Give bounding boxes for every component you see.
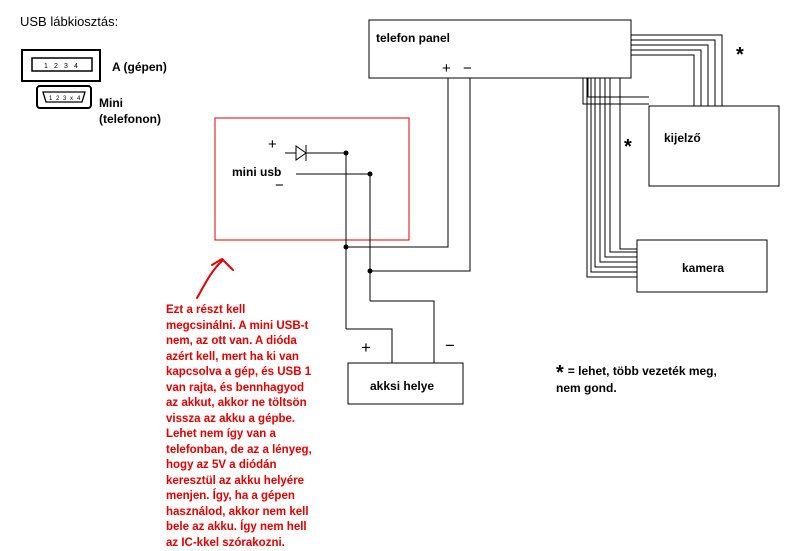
panel-to-camera-wires [587,78,637,277]
svg-text:x: x [70,96,73,102]
note-line: az akkut, akkor ne töltsön [166,396,346,412]
display-wires-star: * [736,45,744,65]
camera-label: kamera [682,261,724,275]
note-line: van rajta, és bennhagyod [166,381,346,397]
panel-to-display-lower-wires [583,78,649,104]
legend-text: = lehet, több vezeték meg, [568,364,717,378]
red-explanation-note: Ezt a részt kell megcsinálni. A mini USB… [166,303,346,551]
legend-text-line2: nem gond. [556,381,717,396]
diode-icon [296,145,306,161]
note-line: az IC-kkel szórakozni. [166,536,346,551]
battery-plus-sign: + [361,340,371,355]
panel-minus-sign: − [463,61,472,76]
note-line: vissza az akku a gépbe. [166,412,346,428]
note-line: hogy az 5V a diódán [166,458,346,474]
junction-dots [344,151,373,274]
usb-type-a-label: A (gépen) [112,60,167,74]
note-line: Ezt a részt kell [166,303,346,319]
usb-mini-label: Mini [99,96,123,110]
usb-mini-icon: 1 2 3 x 4 [37,86,91,108]
note-line: telefonban, de az a lényeg, [166,443,346,459]
phone-panel-box [369,20,631,78]
note-line: bele az akku. Így nem hell [166,520,346,536]
svg-text:3: 3 [63,96,67,102]
battery-label: akksi helye [370,379,434,393]
svg-text:3: 3 [64,63,68,70]
note-line: keresztül az akku helyére [166,474,346,490]
svg-text:2: 2 [56,96,60,102]
note-line: használod, akkor nem kell [166,505,346,521]
svg-text:4: 4 [74,63,78,70]
svg-text:1: 1 [49,96,53,102]
camera-wires-star: * [624,137,632,157]
usb-type-a-icon: 1 2 3 4 [22,50,100,81]
note-line: nem, az ott van. A dióda [166,334,346,350]
phone-panel-label: telefon panel [376,31,450,45]
display-box [649,106,779,186]
svg-text:4: 4 [77,96,81,102]
mini-usb-region-box [215,118,409,240]
note-line: menjen. Így, ha a gépen [166,489,346,505]
svg-text:2: 2 [54,63,58,70]
red-annotation-arrow [197,259,233,298]
note-line: azért kell, mert ha ki van [166,350,346,366]
usb-plus-sign: + [268,137,277,152]
usb-mini-label-sub: (telefonon) [99,112,161,126]
note-line: Lehet nem így van a [166,427,346,443]
usb-minus-sign: − [275,178,284,193]
panel-to-display-wires [631,35,722,106]
display-label: kijelző [664,131,701,145]
battery-minus-sign: − [445,338,455,353]
mini-usb-label: mini usb [232,165,281,179]
note-line: kapcsolva a gép, és USB 1 [166,365,346,381]
star-legend: *= lehet, több vezeték meg, nem gond. [556,364,717,396]
svg-text:1: 1 [44,63,48,70]
usb-pinout-title: USB lábkiosztás: [20,15,118,29]
note-line: megcsinálni. A mini USB-t [166,319,346,335]
panel-plus-sign: + [442,61,451,76]
